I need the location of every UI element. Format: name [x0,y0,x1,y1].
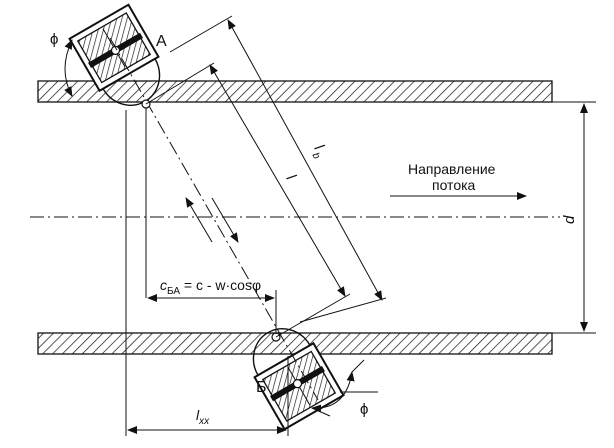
dimension-lb [169,15,387,323]
angle-top-label: ϕ [50,31,58,48]
transducer-a [68,3,161,106]
transducer-b-label: Б [256,379,267,396]
lxx-label: lxx [196,407,210,427]
velocity-formula-rest: = c - w·cosφ [180,277,261,293]
path-length-b-sub: b [310,151,323,162]
angle-top-arc [64,39,73,97]
pipe [30,80,560,355]
flow-direction-label-line1: Направление [408,161,496,177]
downstream-arrow [211,197,239,243]
acoustic-path [109,37,319,401]
pipe-top-wall [37,80,553,103]
lxx-main: l [196,407,200,423]
velocity-formula: cБА = c - w·cosφ [160,277,261,297]
velocity-formula-c: c [160,277,167,293]
velocity-formula-sub: БА [167,286,180,297]
lxx-sub: xx [198,416,210,427]
path-length-label: l [283,172,300,184]
path-length-b-label: l b [310,142,328,162]
upstream-arrow [185,197,213,243]
diameter-label: d [561,215,578,224]
transducer-a-label: А [156,33,167,50]
flow-direction-label-line2: потока [432,177,476,193]
dimension-d [552,101,596,334]
pipe-bottom-wall [37,332,553,355]
angle-bottom-arc [311,371,355,413]
path-length-b-main: l [311,142,328,154]
angle-bottom-label: ϕ [360,401,368,418]
